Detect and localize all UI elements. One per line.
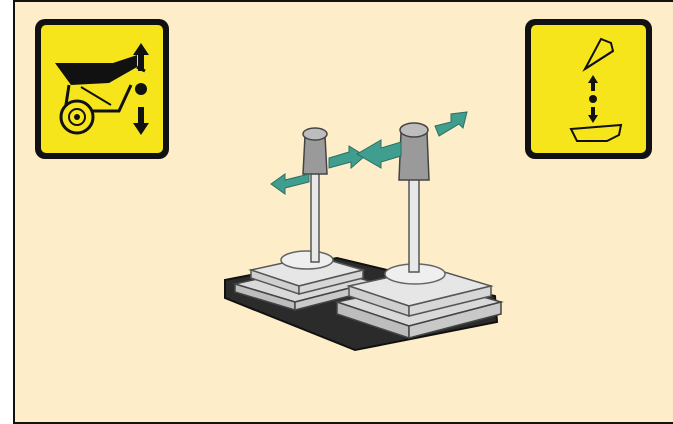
right-joystick-arrow-left bbox=[357, 140, 401, 168]
left-joystick-arrow-left bbox=[271, 174, 309, 194]
decal-background bbox=[531, 25, 646, 153]
instruction-panel bbox=[13, 0, 673, 424]
hopper-raise-lower-icon bbox=[41, 25, 163, 153]
dual-joystick-control-icon bbox=[205, 102, 505, 362]
right-joystick-arrow-right bbox=[435, 112, 467, 136]
bucket-tilt-icon bbox=[531, 25, 646, 153]
hopper-raise-lower-decal bbox=[35, 19, 169, 159]
decal-background bbox=[41, 25, 163, 153]
left-joystick bbox=[303, 128, 327, 262]
left-joystick-arrow-right bbox=[329, 146, 365, 168]
right-joystick bbox=[399, 123, 429, 272]
bucket-tilt-decal bbox=[525, 19, 652, 159]
